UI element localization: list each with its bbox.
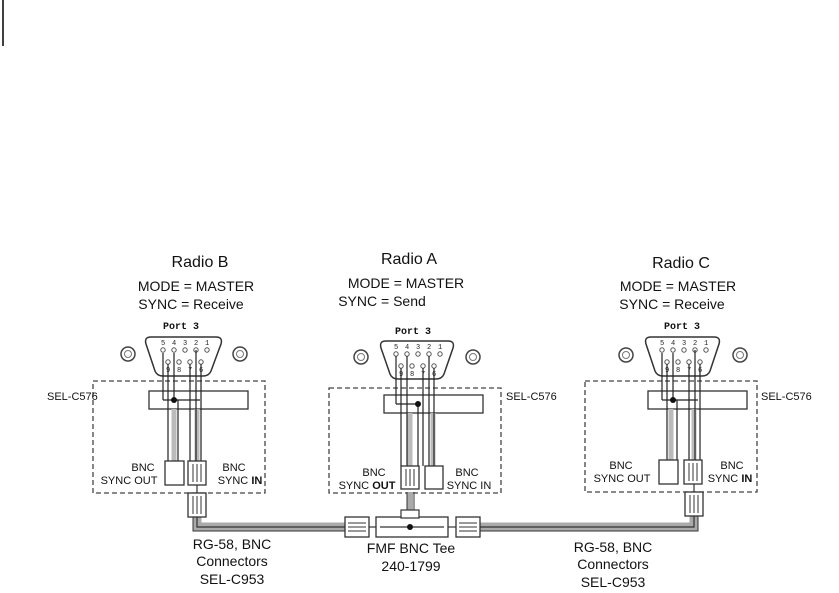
svg-text:1: 1 [205,340,209,348]
svg-text:Connectors: Connectors [577,556,649,572]
radio-a-cable-box [328,387,502,494]
radio-c-screw-right [732,347,748,363]
radio-b-sync: SYNC = Receive [138,296,244,312]
bnc-tee [344,509,481,538]
radio-a-bnc-in-label-top: BNC [455,467,478,479]
radio-b-cable-label: SEL-C576 [47,391,98,403]
svg-text:5: 5 [161,340,165,348]
radio-b-cable-box [92,380,266,494]
svg-text:5: 5 [394,344,398,352]
radio-a-bnc-in-label: SYNC IN [447,480,492,492]
radio-c: Radio C MODE = MASTER SYNC = Receive Por… [584,255,812,493]
radio-a: Radio A MODE = MASTER SYNC = Send Port 3… [328,251,557,494]
svg-text:4: 4 [405,344,409,352]
svg-text:2: 2 [427,344,431,352]
radio-b-bnc-in-label-top: BNC [222,462,245,474]
radio-b-bnc-out-label-top: BNC [131,462,154,474]
radio-a-bnc-out-label-top: BNC [362,467,385,479]
radio-b: Radio B MODE = MASTER SYNC = Receive Por… [47,254,266,494]
svg-text:3: 3 [416,344,420,352]
radio-a-sync: SYNC = Send [338,293,426,309]
svg-text:1: 1 [704,340,708,348]
radio-c-bnc-out-plug [658,459,679,485]
radio-c-mode: MODE = MASTER [620,278,736,294]
radio-c-bnc-in-label-top: BNC [720,460,743,472]
radio-a-cable-label: SEL-C576 [506,391,557,403]
radio-c-cable-box [584,380,758,493]
radio-b-junction-dot [171,397,177,403]
radio-a-mode: MODE = MASTER [348,275,464,291]
radio-a-wires [395,356,435,466]
svg-text:SEL-C953: SEL-C953 [200,571,265,587]
radio-c-cable-label: SEL-C576 [761,391,812,403]
svg-text:RG-58, BNC: RG-58, BNC [193,536,272,552]
radio-a-junction-dot [415,401,421,407]
svg-text:2: 2 [194,340,198,348]
radio-c-bnc-out-label-top: BNC [609,460,632,472]
svg-text:240-1799: 240-1799 [381,558,440,574]
radio-a-screw-right [465,349,481,365]
radio-b-bnc-out-plug [164,460,185,486]
radio-c-db9-connector [644,336,721,377]
radio-c-port-label: Port 3 [664,322,700,333]
radio-b-title: Radio B [172,254,229,271]
radio-a-bnc-out-label: SYNC OUT [339,480,396,492]
radio-b-bnc-in-label: SYNC IN [218,475,263,487]
svg-text:Connectors: Connectors [196,553,268,569]
svg-text:8: 8 [676,367,680,375]
radio-a-db9-connector [379,340,455,380]
svg-text:RG-58, BNC: RG-58, BNC [574,539,653,555]
svg-text:1: 1 [438,344,442,352]
tee-label: FMF BNC Tee 240-1799 [367,540,456,574]
radio-b-screw-left [120,346,136,362]
connectors-left-label: RG-58, BNC Connectors SEL-C953 [193,536,272,587]
svg-text:3: 3 [682,340,686,348]
radio-c-title: Radio C [652,255,710,272]
svg-text:4: 4 [671,340,675,348]
radio-c-screw-left [618,347,634,363]
radio-c-junction-dot [670,397,676,403]
radio-b-db9-connector [144,336,223,377]
radio-c-bnc-out-label: SYNC OUT [594,473,651,485]
radio-b-bnc-out-label: SYNC OUT [101,475,158,487]
radio-b-wires [162,350,202,461]
svg-text:5: 5 [660,340,664,348]
svg-text:4: 4 [172,340,176,348]
connectors-right-label: RG-58, BNC Connectors SEL-C953 [574,539,653,590]
svg-text:8: 8 [410,371,414,379]
radio-a-title: Radio A [381,251,437,268]
radio-b-port-label: Port 3 [163,322,199,333]
radio-b-screw-right [232,346,248,362]
radio-a-screw-left [353,349,369,365]
radio-a-port-label: Port 3 [395,327,431,338]
svg-text:FMF BNC Tee: FMF BNC Tee [367,540,456,556]
svg-text:8: 8 [177,367,181,375]
tee-junction-dot [407,524,413,530]
radio-c-sync: SYNC = Receive [619,296,725,312]
svg-text:3: 3 [183,340,187,348]
svg-text:2: 2 [693,340,697,348]
radio-c-wires [661,350,701,460]
radio-b-mode: MODE = MASTER [138,278,254,294]
radio-c-bnc-in-label: SYNC IN [708,473,753,485]
svg-text:SEL-C953: SEL-C953 [581,574,646,590]
radio-a-bnc-in-plug [424,465,444,490]
